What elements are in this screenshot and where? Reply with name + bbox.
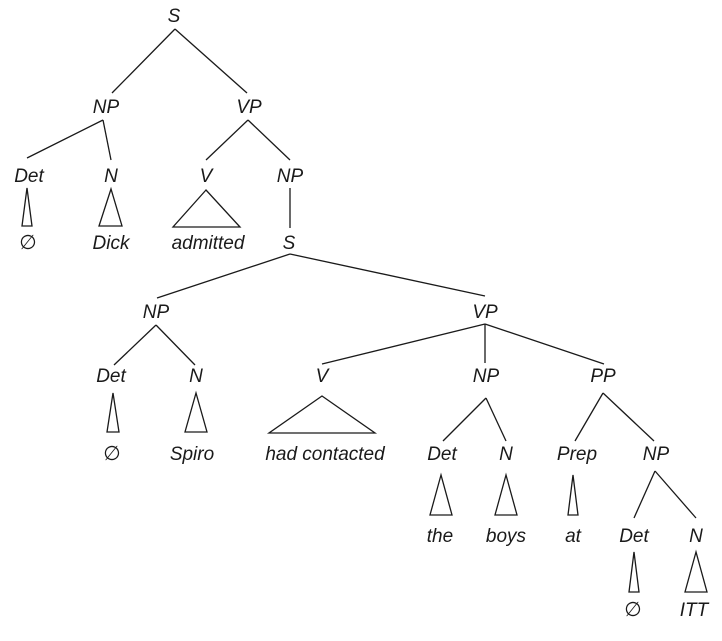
edge-np2-det xyxy=(113,324,157,366)
edge-pp-np xyxy=(602,392,655,442)
node-s-root: S xyxy=(168,6,181,27)
node-n-subject: N xyxy=(104,166,118,187)
triangle-det-null-3 xyxy=(628,551,640,593)
leaf-admitted: admitted xyxy=(172,233,246,254)
terminal-words: ∅ Dick admitted ∅ Spiro had contacted th… xyxy=(19,230,709,621)
edge-np-n xyxy=(102,119,112,161)
edge-np4-n xyxy=(654,470,697,519)
leaf-spiro: Spiro xyxy=(170,444,214,465)
leaf-the: the xyxy=(427,526,453,547)
triangle-v-admitted xyxy=(171,189,242,228)
edge-np-det xyxy=(26,119,104,159)
triangle-prep-at xyxy=(567,474,579,516)
edge-vp2-v xyxy=(321,323,486,365)
node-s-embedded: S xyxy=(283,233,296,254)
category-labels: S NP VP Det N V NP S NP VP Det N V NP PP… xyxy=(14,6,703,547)
edge-np2-n xyxy=(155,324,196,366)
node-v-main: V xyxy=(200,166,215,187)
leaf-null-1: ∅ xyxy=(19,230,36,254)
node-n-embedded: N xyxy=(189,366,203,387)
triangle-v-had-contacted xyxy=(266,395,378,434)
edge-vp-v xyxy=(205,119,249,161)
triangle-n-spiro xyxy=(184,390,208,433)
node-np-object: NP xyxy=(277,166,304,187)
triangle-det-null-1 xyxy=(21,187,33,227)
node-np-subject: NP xyxy=(93,97,120,118)
tree-triangles xyxy=(21,186,708,593)
leaf-boys: boys xyxy=(486,526,527,547)
node-vp-main: VP xyxy=(236,97,262,118)
node-np-embedded: NP xyxy=(143,302,170,323)
leaf-null-2: ∅ xyxy=(103,441,120,465)
triangle-det-null-2 xyxy=(106,392,120,433)
node-np-embedded-object: NP xyxy=(473,366,500,387)
node-prep: Prep xyxy=(557,444,597,465)
leaf-dick: Dick xyxy=(93,233,131,254)
edge-s-np xyxy=(111,28,176,94)
node-det-embedded: Det xyxy=(96,366,126,387)
triangle-n-boys xyxy=(494,472,518,516)
node-pp: PP xyxy=(590,366,616,387)
edge-vp2-pp xyxy=(484,323,605,365)
node-v-embedded: V xyxy=(316,366,331,387)
leaf-null-3: ∅ xyxy=(624,597,641,621)
leaf-at: at xyxy=(565,526,582,547)
node-n-itt: N xyxy=(689,526,703,547)
triangle-n-dick xyxy=(98,186,123,227)
edge-np4-det xyxy=(633,470,656,519)
edge-s2-np xyxy=(156,253,291,299)
edge-s2-vp xyxy=(289,253,486,297)
triangle-det-the xyxy=(429,472,453,516)
node-n-boys: N xyxy=(499,444,513,465)
tree-edges xyxy=(26,28,697,519)
triangle-n-itt xyxy=(684,549,708,593)
node-det-boys: Det xyxy=(427,444,457,465)
node-np-pp: NP xyxy=(643,444,670,465)
edge-np3-n xyxy=(485,397,507,442)
node-det-subject: Det xyxy=(14,166,44,187)
edge-pp-prep xyxy=(574,392,604,442)
edge-np3-det xyxy=(442,397,487,442)
edge-vp-np xyxy=(247,119,291,161)
node-det-itt: Det xyxy=(619,526,649,547)
leaf-itt: ITT xyxy=(680,600,710,621)
edge-s-vp xyxy=(174,28,248,94)
leaf-had-contacted: had contacted xyxy=(265,444,386,465)
node-vp-embedded: VP xyxy=(472,302,498,323)
